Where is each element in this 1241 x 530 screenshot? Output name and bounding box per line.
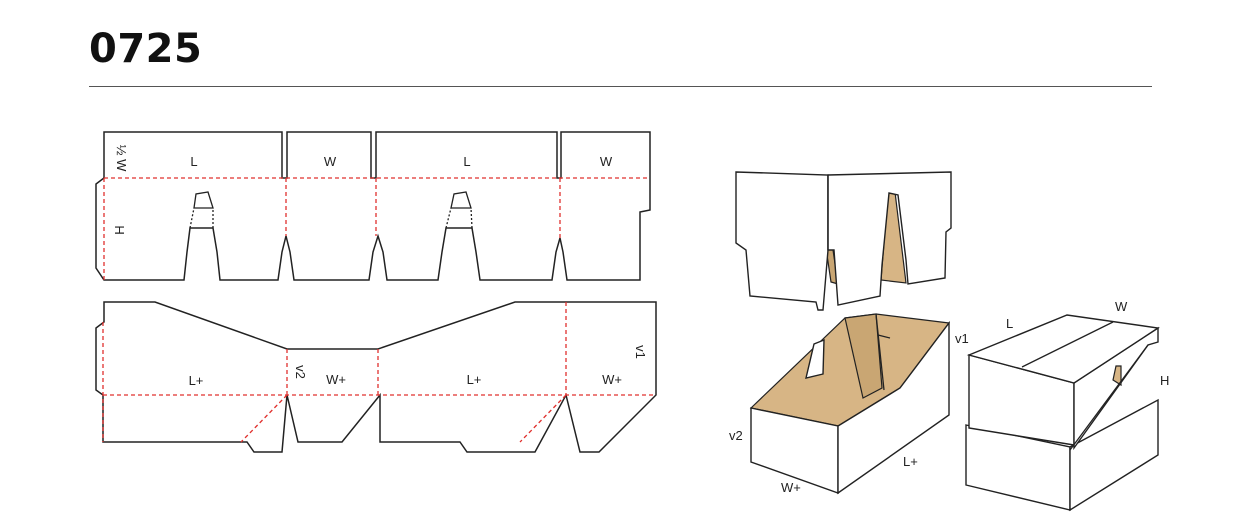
label-l-plus-2: L+ bbox=[467, 372, 482, 387]
hood-notch-1-perf bbox=[189, 207, 214, 229]
label-w-3: W bbox=[1115, 299, 1128, 314]
dieline-hood: ½ W L W L W H bbox=[95, 131, 651, 281]
tray-inner-crease bbox=[875, 313, 885, 391]
hood-notch-2-perf bbox=[445, 207, 473, 229]
tray-outline bbox=[95, 301, 657, 453]
hood-notch-2 bbox=[450, 191, 472, 209]
label-v2-2: v2 bbox=[729, 428, 743, 443]
label-h-2: H bbox=[1160, 373, 1169, 388]
tray-3d: v1 v2 L+ W+ bbox=[729, 313, 969, 495]
closed-box-3d: L W H bbox=[965, 299, 1169, 512]
label-l-plus-1: L+ bbox=[189, 373, 204, 388]
hood-front-panel bbox=[735, 171, 829, 311]
box-diagonal-edge bbox=[1069, 344, 1149, 451]
box-top-seam bbox=[1021, 321, 1114, 368]
label-l-3: L bbox=[1006, 316, 1013, 331]
label-v2-1: v2 bbox=[293, 365, 308, 379]
tray-back-wall bbox=[844, 313, 883, 399]
hood-side-panel bbox=[827, 171, 952, 306]
label-l-plus-3: L+ bbox=[903, 454, 918, 469]
label-half-w: ½ W bbox=[114, 145, 129, 172]
label-w-plus-3: W+ bbox=[781, 480, 801, 495]
tray-side-panel bbox=[837, 320, 950, 495]
page-title: 0725 bbox=[89, 26, 203, 72]
box-window bbox=[1112, 365, 1122, 387]
box-top bbox=[966, 314, 1160, 384]
label-v1-1: v1 bbox=[633, 345, 648, 359]
hood-3d bbox=[735, 171, 952, 311]
label-w-1: W bbox=[324, 154, 337, 169]
dieline-tray: L+ v2 W+ L+ W+ v1 bbox=[95, 301, 657, 453]
label-l-1: L bbox=[190, 154, 197, 169]
hood-notch-1 bbox=[193, 191, 214, 209]
hood-outline bbox=[95, 131, 651, 281]
label-w-plus-2: W+ bbox=[602, 372, 622, 387]
title-rule bbox=[89, 86, 1152, 87]
tray-gusset-1 bbox=[240, 394, 288, 443]
label-w-2: W bbox=[600, 154, 613, 169]
box-lower-side bbox=[1069, 398, 1159, 512]
tray-inner-crease-2 bbox=[877, 334, 891, 339]
label-v1-2: v1 bbox=[955, 331, 969, 346]
label-w-plus-1: W+ bbox=[326, 372, 346, 387]
label-h: H bbox=[112, 225, 127, 234]
tray-side-flap bbox=[805, 338, 825, 379]
tray-gusset-2 bbox=[519, 394, 567, 443]
label-l-2: L bbox=[463, 154, 470, 169]
